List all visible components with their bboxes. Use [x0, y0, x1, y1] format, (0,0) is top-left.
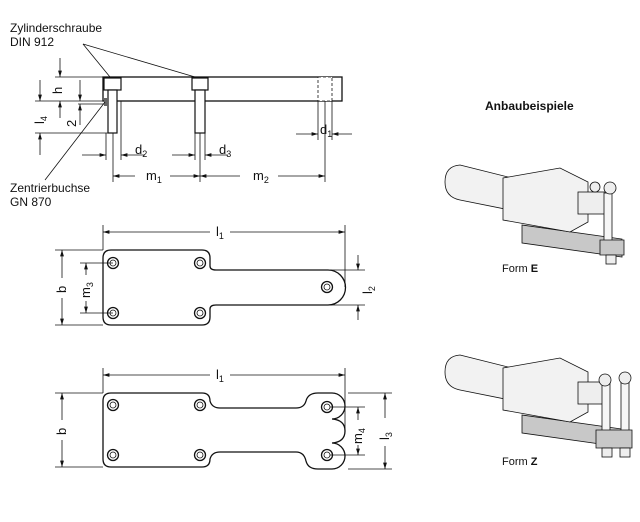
bushing — [104, 98, 108, 106]
dim-m2: m2 — [253, 168, 269, 185]
bushing-label: Zentrierbuchse — [10, 181, 90, 195]
leader-line — [44, 101, 106, 181]
plate-outline-z — [102, 392, 346, 470]
screw-head-2 — [191, 77, 209, 91]
dim-b: b — [54, 428, 69, 435]
dim-b: b — [54, 286, 69, 293]
form-e-illustration — [444, 164, 625, 265]
bushing-label-norm: GN 870 — [10, 195, 52, 209]
dim-l3: l3 — [377, 432, 394, 440]
top-view-form-e: l1 b m3 l2 — [54, 224, 377, 326]
mounting-examples: Anbaubeispiele Form E Form Z — [444, 99, 633, 468]
screw-head-1 — [103, 77, 122, 91]
dim-l4: l4 — [32, 116, 49, 124]
dim-d3: d3 — [219, 142, 231, 159]
form-e-caption: Form E — [502, 263, 538, 275]
dim-m3: m3 — [78, 282, 95, 298]
mounting-holes — [106, 256, 334, 320]
top-view-form-z: l1 b m4 l3 — [54, 367, 394, 470]
screw-shank-1 — [107, 89, 118, 134]
dim-2: 2 — [64, 120, 79, 127]
leader-line — [82, 43, 196, 78]
examples-title: Anbaubeispiele — [485, 99, 574, 113]
screw-label: Zylinderschraube — [10, 21, 102, 35]
dim-d1: d1 — [320, 122, 332, 139]
section-view: Zylinderschraube DIN 912 Zentrierbuchse … — [10, 21, 352, 209]
screw-shank-2 — [194, 89, 206, 134]
dim-l1: l1 — [216, 367, 224, 384]
leader-line — [82, 43, 111, 78]
mounting-holes — [106, 398, 334, 462]
plate-section — [102, 76, 343, 102]
dim-d2: d2 — [135, 142, 147, 159]
dim-m4: m4 — [350, 428, 367, 444]
dim-l2: l2 — [360, 286, 377, 294]
screw-label-norm: DIN 912 — [10, 35, 54, 49]
dim-l1: l1 — [216, 224, 224, 241]
dim-h: h — [50, 87, 65, 94]
form-z-caption: Form Z — [502, 456, 538, 468]
through-hole — [317, 76, 333, 102]
form-z-illustration — [444, 354, 633, 458]
dim-m1: m1 — [146, 168, 162, 185]
plate-outline-e — [102, 249, 347, 326]
